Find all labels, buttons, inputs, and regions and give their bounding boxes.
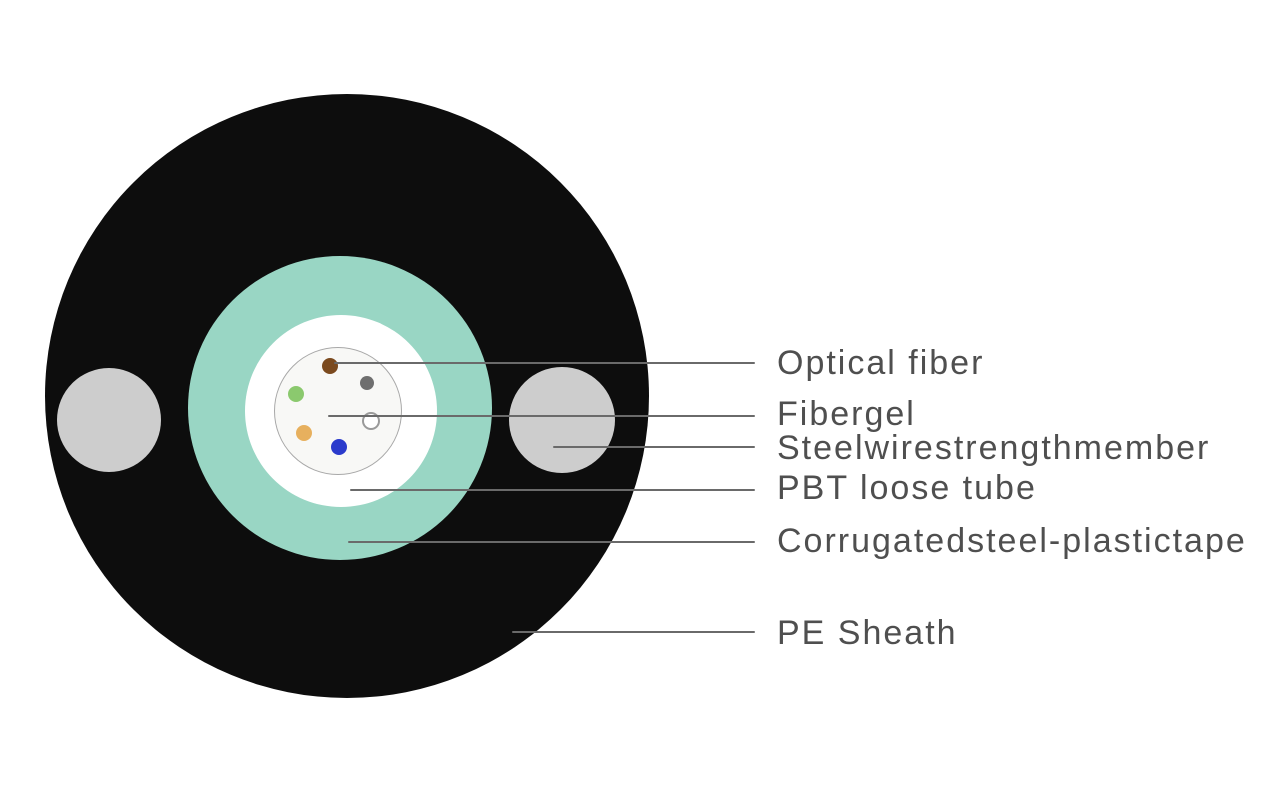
fibergel-area-circle [274,347,402,475]
leader-line-optical-fiber [334,362,755,364]
optical-fiber-blue-dot [331,439,347,455]
optical-fiber-brown-dot [322,358,338,374]
leader-line-fibergel [328,415,755,417]
leader-line-strength-member [553,446,755,448]
leader-line-pbt-loose-tube [350,489,755,491]
leader-line-corrugated-tape [348,541,755,543]
label-pe-sheath: PE Sheath [777,614,958,652]
label-steel-wire-strength-member: Steelwirestrengthmember [777,429,1211,467]
label-fibergel: Fibergel [777,395,916,433]
strength-member-right-circle [509,367,615,473]
strength-member-left-circle [57,368,161,472]
optical-fiber-gray-dot [360,376,374,390]
optical-fiber-green-dot [288,386,304,402]
label-pbt-loose-tube: PBT loose tube [777,469,1037,507]
optical-fiber-orange-dot [296,425,312,441]
leader-line-pe-sheath [512,631,755,633]
label-optical-fiber: Optical fiber [777,344,985,382]
label-corrugated-steel-plastic-tape: Corrugatedsteel-plastictape [777,522,1247,560]
